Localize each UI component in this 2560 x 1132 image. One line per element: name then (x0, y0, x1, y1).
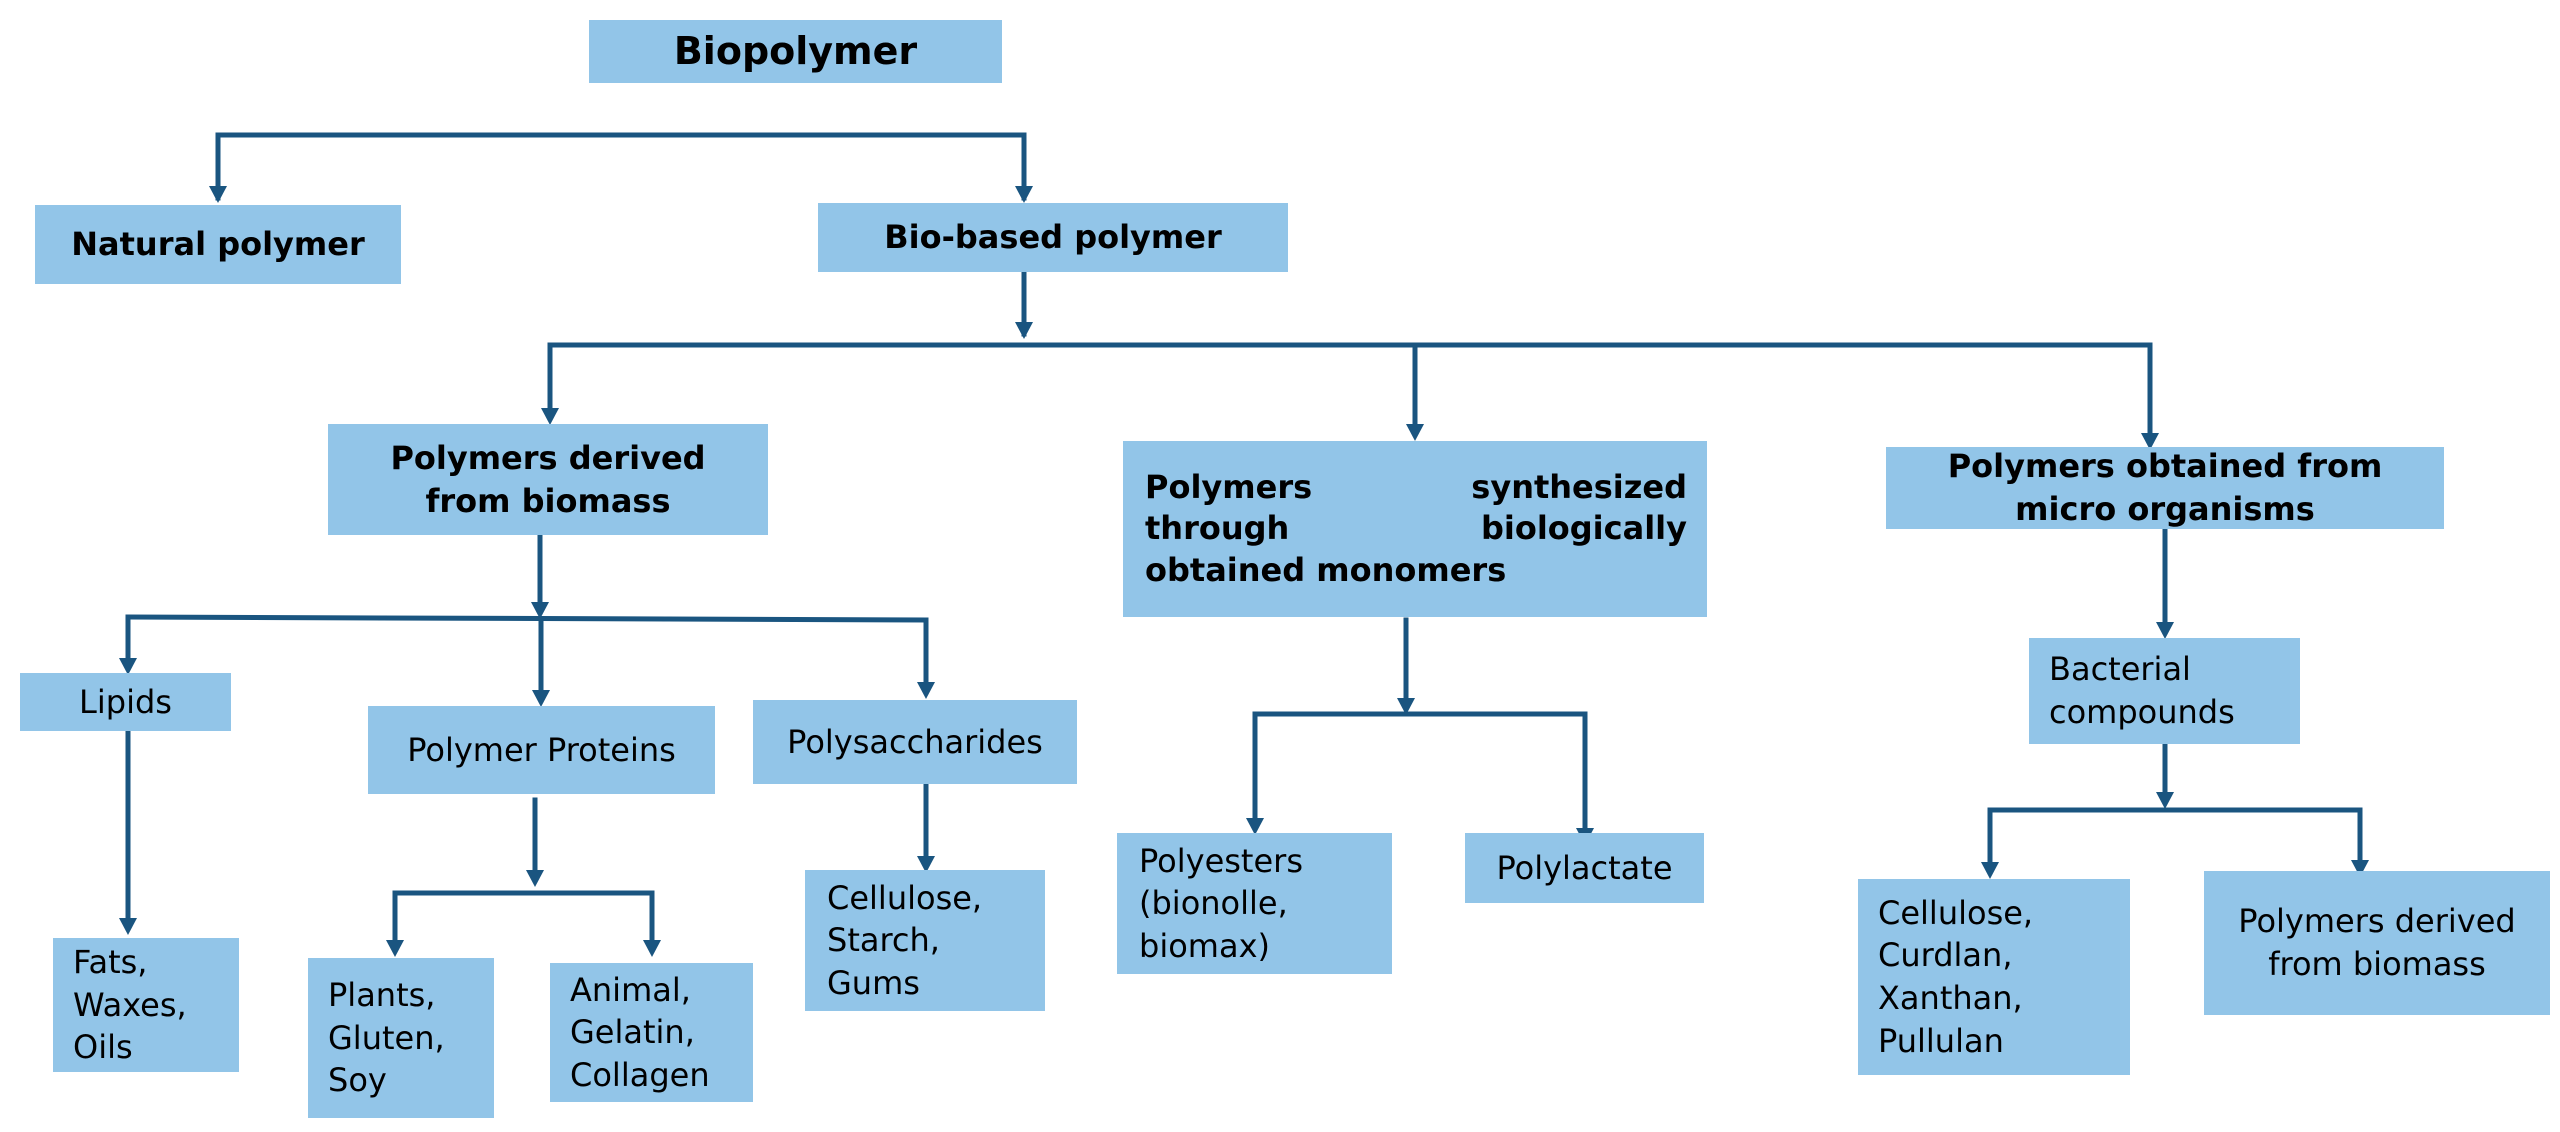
synth-row-3: obtained monomers (1145, 550, 1687, 592)
node-biopolymer: Biopolymer (589, 20, 1002, 83)
arrowhead-synth (1406, 424, 1424, 441)
arrowhead-bacterial-down (2156, 792, 2174, 809)
node-lipids-label: Lipids (79, 682, 172, 721)
arrowhead-biobased (1015, 186, 1033, 203)
node-plants-gluten-soy-label: Plants, Gluten, Soy (328, 976, 445, 1100)
node-cellulose-starch-gums-label: Cellulose, Starch, Gums (827, 878, 983, 1002)
node-fats-waxes-oils-label: Fats, Waxes, Oils (73, 943, 187, 1067)
node-cellulose-starch-gums: Cellulose, Starch, Gums (805, 870, 1045, 1011)
node-polymer-proteins: Polymer Proteins (368, 706, 715, 794)
arrowhead-polysaccharides (917, 682, 935, 699)
arrowhead-animal (643, 940, 661, 957)
node-polyesters-label: Polyesters (bionolle, biomax) (1139, 841, 1303, 965)
arrowhead-proteins (532, 690, 550, 707)
arrowhead-polyesters (1246, 818, 1264, 835)
arrowhead-proteins-down (526, 870, 544, 887)
arrowhead-lipids (119, 658, 137, 675)
node-bacterial-compounds-label: Bacterial compounds (2049, 650, 2235, 731)
node-biopolymer-label: Biopolymer (673, 28, 918, 73)
node-polymers-from-biomass-label: Polymers derived from biomass (390, 438, 706, 520)
arrowhead-biobased-down (1015, 322, 1033, 339)
synth-row-1: Polymers synthesized (1145, 467, 1687, 509)
node-natural-polymer-label: Natural polymer (71, 225, 365, 264)
arrowhead-natural (209, 186, 227, 203)
node-polymers-synthesized: Polymers synthesized through biologicall… (1123, 441, 1707, 617)
synth-word-through: through (1145, 509, 1290, 548)
node-lipids: Lipids (20, 673, 231, 731)
node-biobased-polymer: Bio-based polymer (818, 203, 1288, 272)
node-plants-gluten-soy: Plants, Gluten, Soy (308, 958, 494, 1118)
arrowhead-biomass-down (531, 602, 549, 619)
node-animal-gelatin-collagen-label: Animal, Gelatin, Collagen (570, 970, 710, 1094)
node-polyesters: Polyesters (bionolle, biomax) (1117, 833, 1392, 974)
node-biobased-polymer-label: Bio-based polymer (884, 218, 1222, 257)
synth-word-polymers: Polymers (1145, 467, 1313, 506)
node-polylactate: Polylactate (1465, 833, 1704, 903)
arrowhead-derived-biomass (2351, 860, 2369, 877)
node-polymers-derived-biomass: Polymers derived from biomass (2204, 871, 2550, 1015)
synth-row-2: through biologically (1145, 508, 1687, 550)
arrowhead-fats (119, 918, 137, 935)
node-polymers-micro-organisms: Polymers obtained from micro organisms (1886, 447, 2444, 529)
node-polysaccharides-label: Polysaccharides (787, 722, 1043, 761)
node-polysaccharides: Polysaccharides (753, 700, 1077, 784)
node-polymers-from-biomass: Polymers derived from biomass (328, 424, 768, 535)
arrowhead-cellulose-starch (917, 856, 935, 873)
arrowhead-bacterial (2156, 622, 2174, 639)
arrowhead-plants (386, 940, 404, 957)
synth-word-synthesized: synthesized (1471, 467, 1687, 506)
synth-word-biologically: biologically (1480, 509, 1687, 548)
node-polylactate-label: Polylactate (1496, 848, 1673, 887)
node-cellulose-curdlan-label: Cellulose, Curdlan, Xanthan, Pullulan (1878, 893, 2034, 1060)
node-bacterial-compounds: Bacterial compounds (2029, 638, 2300, 744)
synth-word-obtained-monomers: obtained monomers (1145, 550, 1507, 589)
arrowhead-biomass (541, 408, 559, 425)
node-animal-gelatin-collagen: Animal, Gelatin, Collagen (550, 963, 753, 1102)
node-polymer-proteins-label: Polymer Proteins (407, 730, 676, 769)
node-polymers-micro-organisms-label: Polymers obtained from micro organisms (1947, 447, 2383, 528)
node-cellulose-curdlan: Cellulose, Curdlan, Xanthan, Pullulan (1858, 879, 2130, 1075)
connector-biomass-bar (125, 614, 929, 623)
node-fats-waxes-oils: Fats, Waxes, Oils (53, 938, 239, 1072)
arrowhead-micro (2141, 433, 2159, 450)
node-natural-polymer: Natural polymer (35, 205, 401, 284)
arrowhead-synth-down (1397, 698, 1415, 715)
node-polymers-derived-biomass-label: Polymers derived from biomass (2238, 902, 2516, 983)
arrowhead-cellulose-curdlan (1981, 862, 1999, 879)
